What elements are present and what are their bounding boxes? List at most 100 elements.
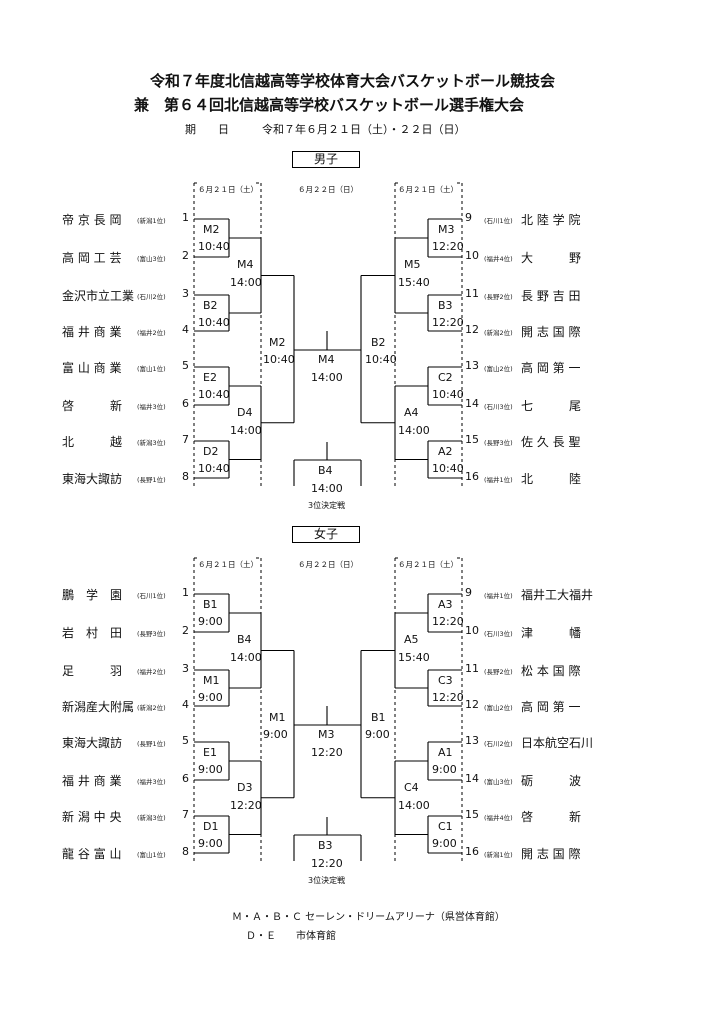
- boys-team-right-name: 七 尾: [521, 399, 582, 413]
- girls-team-left-num: 6: [182, 772, 189, 785]
- boys-team-left-pref: (福井3位): [137, 403, 166, 411]
- girls-team-right-num: 13: [465, 734, 479, 747]
- boys-team-left-name: 啓 新: [62, 399, 123, 413]
- girls-team-right-pref: (富山3位): [484, 778, 513, 786]
- boys-semi-left-code: M2: [269, 336, 286, 349]
- girls-team-right-pref: (石川2位): [484, 740, 513, 748]
- boys-team-right-pref: (富山2位): [484, 365, 513, 373]
- page-subtitle: 兼 第６４回北信越高等学校バスケットボール選手権大会: [134, 96, 525, 114]
- boys-team-right-name: 大 野: [521, 251, 582, 265]
- girls-r1-left-code: E1: [203, 746, 217, 759]
- boys-r1-right-time: 12:20: [432, 240, 464, 253]
- boys-r1-left-code: M2: [203, 223, 220, 236]
- boys-team-left-num: 8: [182, 470, 189, 483]
- boys-team-left-num: 4: [182, 323, 189, 336]
- boys-team-left-pref: (長野1位): [137, 476, 166, 484]
- girls-r2-right-time: 15:40: [398, 651, 430, 664]
- girls-team-right-name: 砺 波: [521, 774, 582, 788]
- girls-team-left-pref: (新潟3位): [137, 814, 166, 822]
- girls-team-left-num: 5: [182, 734, 189, 747]
- girls-third-place-label: 3位決定戦: [308, 876, 346, 885]
- boys-r1-left-time: 10:40: [198, 240, 230, 253]
- boys-r2-right-code: M5: [404, 258, 421, 271]
- boys-semi-left-time: 10:40: [263, 353, 295, 366]
- boys-team-right-name: 開 志 国 際: [521, 325, 581, 339]
- girls-r2-right-code: C4: [404, 781, 419, 794]
- boys-semi-right-time: 10:40: [365, 353, 397, 366]
- boys-r1-right-code: M3: [438, 223, 455, 236]
- girls-semi-right-code: B1: [371, 711, 386, 724]
- girls-r1-right-time: 9:00: [432, 763, 457, 776]
- boys-team-left-name: 北 越: [62, 435, 123, 449]
- girls-team-right-pref: (石川3位): [484, 630, 513, 638]
- boys-team-left-pref: (石川2位): [137, 293, 166, 301]
- girls-team-right-pref: (富山2位): [484, 704, 513, 712]
- girls-team-left-num: 2: [182, 624, 189, 637]
- girls-team-left-name: 岩 村 田: [62, 626, 123, 640]
- girls-team-right-name: 津 幡: [521, 626, 582, 640]
- girls-r1-left-code: M1: [203, 674, 220, 687]
- girls-r1-left-time: 9:00: [198, 763, 223, 776]
- boys-r2-right-code: A4: [404, 406, 419, 419]
- girls-team-right-num: 15: [465, 808, 479, 821]
- boys-team-left-num: 1: [182, 211, 189, 224]
- girls-r2-left-code: B4: [237, 633, 252, 646]
- boys-team-right-num: 14: [465, 397, 479, 410]
- girls-team-left-pref: (新潟2位): [137, 704, 166, 712]
- boys-team-right-pref: (新潟2位): [484, 329, 513, 337]
- boys-team-left-name: 帝 京 長 岡: [62, 213, 122, 227]
- boys-third-code: B4: [318, 464, 333, 477]
- boys-r1-right-time: 12:20: [432, 316, 464, 329]
- girls-team-left-name: 東海大諏訪: [62, 736, 123, 750]
- date-label: 期 日: [185, 123, 229, 136]
- girls-team-right-name: 日本航空石川: [521, 736, 594, 750]
- boys-r2-left-time: 14:00: [230, 424, 262, 437]
- boys-team-left-name: 東海大諏訪: [62, 472, 123, 486]
- girls-r1-left-code: B1: [203, 598, 218, 611]
- girls-team-right-name: 松 本 国 際: [521, 664, 581, 678]
- girls-r1-right-time: 12:20: [432, 615, 464, 628]
- boys-r1-right-time: 10:40: [432, 388, 464, 401]
- girls-team-left-name: 龍 谷 富 山: [62, 847, 122, 861]
- boys-team-left-num: 5: [182, 359, 189, 372]
- girls-team-right-name: 高 岡 第 一: [521, 700, 581, 714]
- girls-team-left-pref: (長野3位): [137, 630, 166, 638]
- boys-team-left-name: 富 山 商 業: [62, 361, 122, 375]
- girls-day2: ６月２２日（日）: [298, 560, 358, 569]
- girls-team-right-num: 12: [465, 698, 479, 711]
- girls-r1-right-code: C1: [438, 820, 453, 833]
- boys-team-right-num: 12: [465, 323, 479, 336]
- boys-team-right-pref: (福井4位): [484, 255, 513, 263]
- boys-team-right-num: 16: [465, 470, 479, 483]
- girls-r1-right-code: A3: [438, 598, 453, 611]
- girls-r2-left-time: 14:00: [230, 651, 262, 664]
- boys-r2-left-time: 14:00: [230, 276, 262, 289]
- boys-team-right-pref: (福井1位): [484, 476, 513, 484]
- boys-final-time: 14:00: [311, 371, 343, 384]
- girls-final-code: M3: [318, 728, 335, 741]
- girls-team-right-name: 開 志 国 際: [521, 847, 581, 861]
- girls-r1-left-time: 9:00: [198, 691, 223, 704]
- girls-third-time: 12:20: [311, 857, 343, 870]
- boys-r2-left-code: D4: [237, 406, 253, 419]
- girls-day1-left: ６月２１日（土）: [198, 560, 258, 569]
- boys-team-left-pref: (福井2位): [137, 329, 166, 337]
- venue-line-2: Ｄ・Ｅ 市体育館: [246, 931, 336, 942]
- girls-r1-right-code: A1: [438, 746, 453, 759]
- boys-team-right-pref: (長野3位): [484, 439, 513, 447]
- boys-team-right-name: 高 岡 第 一: [521, 361, 581, 375]
- date-value: 令和７年６月２１日（土）・２２日（日）: [262, 123, 466, 136]
- girls-semi-left-code: M1: [269, 711, 286, 724]
- girls-r2-right-code: A5: [404, 633, 419, 646]
- boys-team-left-pref: (新潟1位): [137, 217, 166, 225]
- girls-team-right-name: 福井工大福井: [521, 588, 594, 602]
- girls-team-right-pref: (福井4位): [484, 814, 513, 822]
- girls-team-left-num: 8: [182, 845, 189, 858]
- girls-team-right-pref: (長野2位): [484, 668, 513, 676]
- boys-r1-left-time: 10:40: [198, 462, 230, 475]
- boys-team-right-pref: (石川3位): [484, 403, 513, 411]
- boys-r1-right-time: 10:40: [432, 462, 464, 475]
- boys-team-left-num: 2: [182, 249, 189, 262]
- girls-team-left-num: 3: [182, 662, 189, 675]
- girls-team-left-pref: (福井2位): [137, 668, 166, 676]
